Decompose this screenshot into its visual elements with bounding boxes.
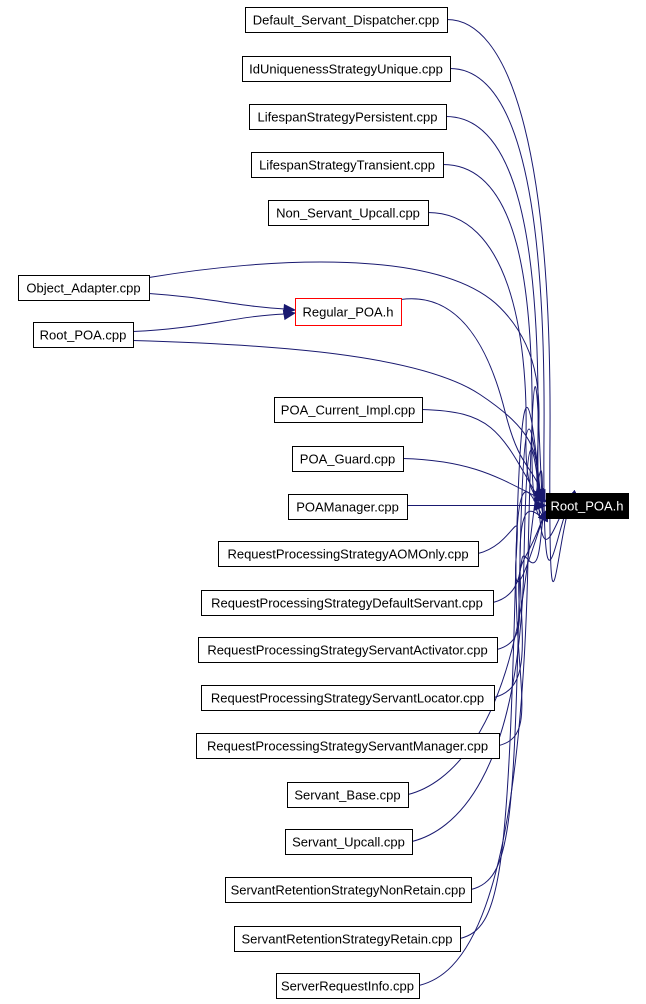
source-node-intermediate-0[interactable]: Object_Adapter.cpp <box>18 275 150 301</box>
source-node-intermediate-1[interactable]: Root_POA.cpp <box>33 322 134 348</box>
edge-top-4 <box>427 212 577 501</box>
source-node-bottom-8[interactable]: Servant_Base.cpp <box>287 782 409 808</box>
source-node-top-1-label: IdUniquenessStrategyUnique.cpp <box>249 62 443 77</box>
edge-root-poa-cpp-to-regular-poa-arrowhead <box>282 309 297 321</box>
source-node-bottom-7-box <box>196 733 500 759</box>
source-node-bottom-9-label: Servant_Upcall.cpp <box>292 835 405 850</box>
source-node-top-1[interactable]: IdUniquenessStrategyUnique.cpp <box>242 56 451 82</box>
source-node-bottom-8-box <box>287 782 409 808</box>
edge-top-0 <box>446 19 577 583</box>
source-node-bottom-0-box <box>274 397 423 423</box>
source-node-bottom-9-box <box>285 829 413 855</box>
source-node-top-0-label: Default_Servant_Dispatcher.cpp <box>253 13 439 28</box>
target-node-root-poa-label: Root_POA.h <box>551 499 624 514</box>
source-node-top-3-label: LifespanStrategyTransient.cpp <box>259 158 435 173</box>
source-node-bottom-9[interactable]: Servant_Upcall.cpp <box>285 829 413 855</box>
nodes-layer: Default_Servant_Dispatcher.cppIdUniquene… <box>18 7 629 999</box>
source-node-top-1-box <box>242 56 451 82</box>
source-node-bottom-11-label: ServantRetentionStrategyRetain.cpp <box>241 932 452 947</box>
edge-bottom-3 <box>477 515 545 582</box>
source-node-top-4-box <box>268 200 429 226</box>
edge-top-1 <box>449 68 577 561</box>
source-node-bottom-4-box <box>201 590 494 616</box>
edge-top-2 <box>445 116 577 540</box>
source-node-bottom-8-label: Servant_Base.cpp <box>294 788 400 803</box>
source-node-bottom-0-label: POA_Current_Impl.cpp <box>281 403 415 418</box>
source-node-bottom-10-label: ServantRetentionStrategyNonRetain.cpp <box>231 883 466 898</box>
source-node-bottom-2-label: POAManager.cpp <box>296 500 399 515</box>
intermediate-node-regular-poa[interactable]: Regular_POA.h <box>295 298 402 326</box>
target-node-root-poa[interactable]: Root_POA.h <box>546 493 629 519</box>
source-node-top-2-box <box>249 104 447 130</box>
source-node-bottom-3[interactable]: RequestProcessingStrategyAOMOnly.cpp <box>218 541 479 567</box>
edge-bottom-0 <box>421 409 539 498</box>
source-node-bottom-4-label: RequestProcessingStrategyDefaultServant.… <box>211 596 483 611</box>
source-node-intermediate-1-label: Root_POA.cpp <box>40 328 127 343</box>
source-node-bottom-3-label: RequestProcessingStrategyAOMOnly.cpp <box>227 547 468 562</box>
source-node-intermediate-1-box <box>33 322 134 348</box>
source-node-bottom-12[interactable]: ServerRequestInfo.cpp <box>276 973 420 999</box>
source-node-bottom-6-label: RequestProcessingStrategyServantLocator.… <box>211 691 484 706</box>
source-node-bottom-7[interactable]: RequestProcessingStrategyServantManager.… <box>196 733 500 759</box>
source-node-top-4[interactable]: Non_Servant_Upcall.cpp <box>268 200 429 226</box>
source-node-bottom-1-box <box>292 446 404 472</box>
source-node-bottom-12-box <box>276 973 420 999</box>
source-node-bottom-5[interactable]: RequestProcessingStrategyServantActivato… <box>198 637 498 663</box>
source-node-bottom-2[interactable]: POAManager.cpp <box>288 494 408 520</box>
edge-bottom-9 <box>411 449 545 842</box>
source-node-bottom-6[interactable]: RequestProcessingStrategyServantLocator.… <box>201 685 495 711</box>
source-node-top-3-box <box>251 152 444 178</box>
source-node-bottom-7-label: RequestProcessingStrategyServantManager.… <box>207 739 488 754</box>
edge-bottom-1 <box>402 458 539 498</box>
source-node-bottom-1-label: POA_Guard.cpp <box>300 452 395 467</box>
source-node-top-2-label: LifespanStrategyPersistent.cpp <box>258 110 438 125</box>
source-node-top-3[interactable]: LifespanStrategyTransient.cpp <box>251 152 444 178</box>
source-node-top-0-box <box>245 7 448 33</box>
edge-object-adapter-to-regular-poa <box>148 293 286 310</box>
source-node-bottom-10[interactable]: ServantRetentionStrategyNonRetain.cpp <box>225 877 472 903</box>
source-node-bottom-11[interactable]: ServantRetentionStrategyRetain.cpp <box>234 926 461 952</box>
intermediate-node-regular-poa-box <box>295 298 402 326</box>
source-node-intermediate-0-box <box>18 275 150 301</box>
source-node-bottom-2-box <box>288 494 408 520</box>
intermediate-node-regular-poa-label: Regular_POA.h <box>302 305 393 320</box>
source-node-top-4-label: Non_Servant_Upcall.cpp <box>276 206 420 221</box>
source-node-bottom-1[interactable]: POA_Guard.cpp <box>292 446 404 472</box>
edge-bottom-11 <box>459 406 545 939</box>
source-node-bottom-5-box <box>198 637 498 663</box>
edge-root-poa-cpp-to-root-poa-h <box>132 340 541 494</box>
source-node-bottom-11-box <box>234 926 461 952</box>
source-node-bottom-4[interactable]: RequestProcessingStrategyDefaultServant.… <box>201 590 494 616</box>
edge-root-poa-cpp-to-regular-poa <box>132 313 286 332</box>
source-node-bottom-3-box <box>218 541 479 567</box>
source-node-bottom-12-label: ServerRequestInfo.cpp <box>281 979 414 994</box>
source-node-bottom-0[interactable]: POA_Current_Impl.cpp <box>274 397 423 423</box>
source-node-intermediate-0-label: Object_Adapter.cpp <box>26 281 140 296</box>
edge-regular-poa-to-root-poa-h <box>400 298 543 496</box>
source-node-bottom-5-label: RequestProcessingStrategyServantActivato… <box>207 643 487 658</box>
source-node-top-2[interactable]: LifespanStrategyPersistent.cpp <box>249 104 447 130</box>
source-node-top-0[interactable]: Default_Servant_Dispatcher.cpp <box>245 7 448 33</box>
edge-bottom-12 <box>418 386 545 986</box>
target-node-root-poa-box <box>546 493 629 519</box>
source-node-bottom-6-box <box>201 685 495 711</box>
source-node-bottom-10-box <box>225 877 472 903</box>
